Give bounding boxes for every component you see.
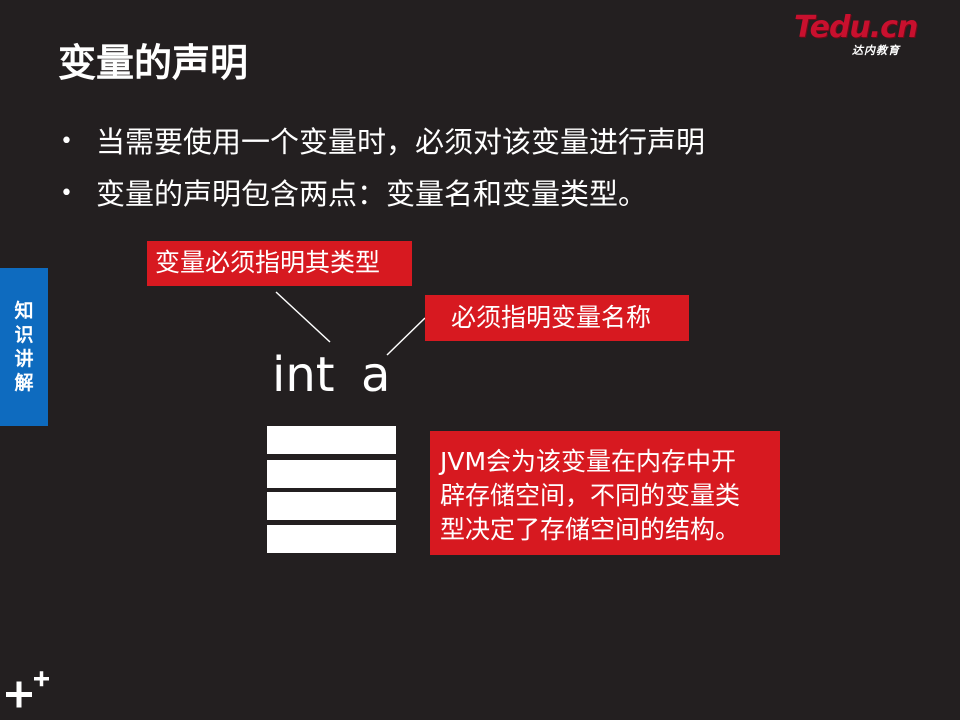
connector-name-line bbox=[386, 317, 426, 356]
callout-variable-name: 必须指明变量名称 bbox=[425, 295, 689, 341]
bullet-list: • 当需要使用一个变量时，必须对该变量进行声明 • 变量的声明包含两点：变量名和… bbox=[60, 116, 705, 220]
bullet-item: • 变量的声明包含两点：变量名和变量类型。 bbox=[60, 168, 705, 220]
knowledge-explanation-tab: 知 识 讲 解 bbox=[0, 268, 48, 426]
callout-jvm-memory: JVM会为该变量在内存中开 辟存储空间，不同的变量类 型决定了存储空间的结构。 bbox=[430, 431, 780, 555]
memory-block bbox=[267, 460, 396, 488]
side-tab-char: 识 bbox=[14, 324, 34, 346]
logo-sub-text: 达内教育 bbox=[852, 44, 900, 57]
bullet-icon: • bbox=[60, 181, 73, 206]
slide-title: 变量的声明 bbox=[58, 41, 249, 85]
memory-block bbox=[267, 426, 396, 454]
side-tab-char: 知 bbox=[14, 300, 34, 322]
callout-jvm-line: 型决定了存储空间的结构。 bbox=[440, 515, 741, 544]
bullet-item: • 当需要使用一个变量时，必须对该变量进行声明 bbox=[60, 116, 705, 168]
plus-plus-icon bbox=[6, 671, 49, 708]
callout-jvm-line: JVM会为该变量在内存中开 bbox=[440, 447, 737, 476]
side-tab-char: 讲 bbox=[14, 348, 34, 370]
bullet-text: 变量的声明包含两点：变量名和变量类型。 bbox=[96, 177, 648, 211]
bullet-icon: • bbox=[60, 129, 73, 154]
tedu-logo: Tedu.cn 达内教育 bbox=[794, 12, 934, 58]
memory-block bbox=[267, 525, 396, 553]
callout-jvm-line: 辟存储空间，不同的变量类 bbox=[440, 481, 741, 510]
side-tab-char: 解 bbox=[14, 372, 34, 394]
callout-variable-type: 变量必须指明其类型 bbox=[147, 241, 412, 286]
bullet-text: 当需要使用一个变量时，必须对该变量进行声明 bbox=[96, 125, 706, 159]
code-type-keyword: int bbox=[272, 347, 335, 403]
memory-block bbox=[267, 492, 396, 520]
code-variable-name: a bbox=[361, 347, 391, 403]
connector-type-line bbox=[275, 291, 331, 343]
logo-brand-text: Tedu.cn bbox=[794, 10, 918, 45]
